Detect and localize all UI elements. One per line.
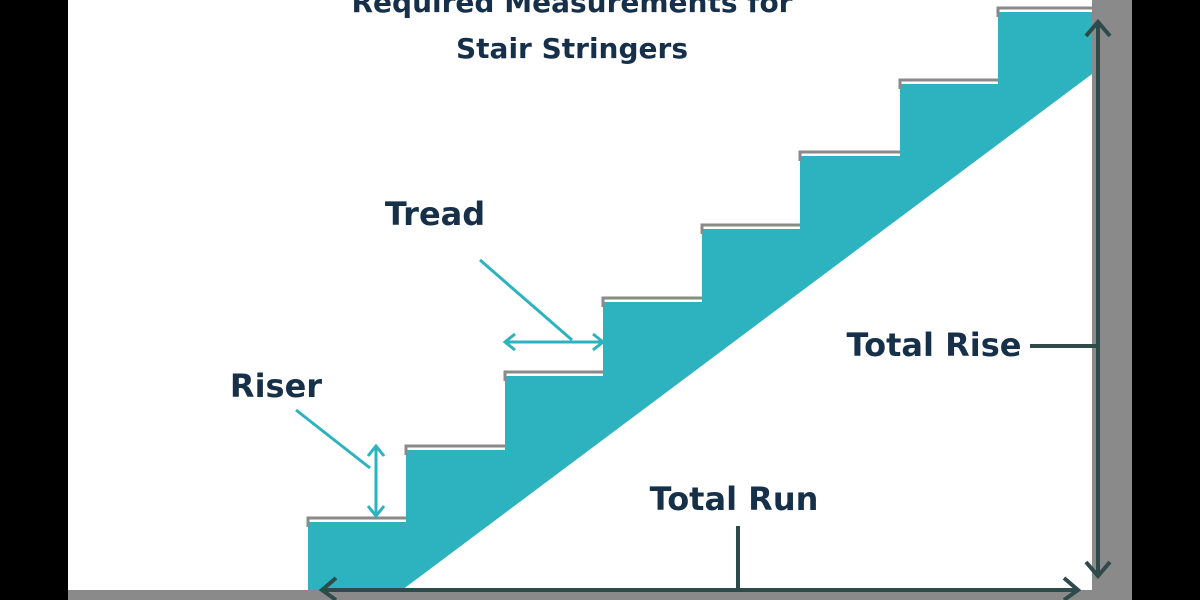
background-right-bar: [1132, 0, 1200, 600]
tread-edges: [306, 6, 1092, 527]
total-run-label: Total Run: [650, 480, 819, 518]
diagram-title-line2: Stair Stringers: [456, 32, 688, 65]
total-rise-dimension-arrow: [1030, 18, 1112, 580]
tread-pointer-line: [479, 258, 573, 342]
riser-label: Riser: [230, 367, 322, 405]
stair-stringer: [308, 12, 1092, 590]
riser-pointer-line: [295, 408, 371, 470]
floor: [68, 590, 1098, 600]
total-run-dimension-arrow: [318, 526, 1082, 600]
riser-dimension-arrow: [366, 443, 386, 519]
tread-dimension-arrow: [502, 332, 606, 352]
total-rise-label: Total Rise: [847, 326, 1022, 364]
diagram-title-line1: Required Measurements for: [352, 0, 793, 19]
tread-label: Tread: [385, 195, 485, 233]
background-left-bar: [0, 0, 68, 600]
